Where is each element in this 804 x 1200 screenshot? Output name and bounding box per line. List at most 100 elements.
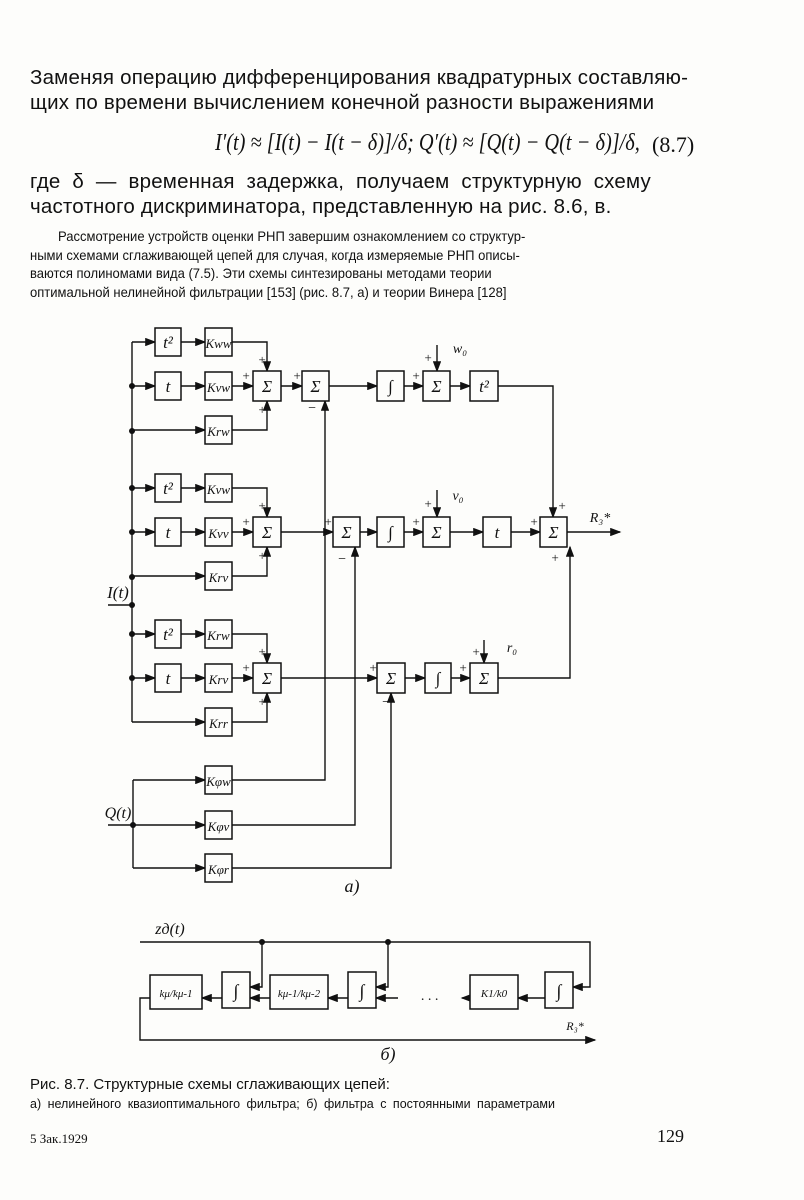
t-block	[154, 371, 182, 401]
text-line: щих по времени вычислением конечной разн…	[30, 91, 655, 114]
input-z-label: zд(t)	[154, 921, 184, 938]
t-squared-block-label: t²	[163, 479, 174, 498]
signal-line	[232, 691, 272, 723]
integrator-label: ∫	[359, 981, 366, 1002]
t-block	[482, 516, 512, 548]
signal-line	[232, 399, 272, 431]
gain-block-label: Kφv	[207, 819, 230, 834]
plus-sign: +	[293, 368, 302, 383]
sum-block	[469, 662, 499, 694]
plus-sign: +	[242, 368, 251, 383]
gain-block-label: Kvv	[207, 526, 228, 541]
gain-block	[204, 765, 233, 795]
gain-block-label: Kvw	[206, 380, 230, 395]
equation-number: (8.7)	[652, 132, 695, 157]
sum-block-label: Σ	[261, 523, 272, 542]
sum-block	[332, 516, 361, 548]
plus-sign: +	[258, 352, 267, 367]
t-block-label: t	[166, 669, 172, 688]
signal-line	[232, 487, 272, 519]
integrator-block	[376, 516, 405, 548]
signal-line	[232, 545, 360, 826]
t-block-label: t	[495, 523, 501, 542]
ratio-block	[269, 974, 329, 1010]
junction-dot	[259, 939, 265, 945]
junction-dot	[129, 485, 135, 491]
t-squared-block-label: t²	[163, 625, 174, 644]
text-line: Заменяя операцию дифференцирования квадр…	[30, 66, 689, 89]
sum-block-label: Σ	[547, 523, 558, 542]
sum-block	[252, 662, 282, 694]
ratio-label: kμ/kμ-1	[159, 988, 192, 1000]
gain-block-label: Kww	[204, 336, 231, 351]
sum-block-label: Σ	[478, 669, 489, 688]
gain-block	[204, 415, 233, 445]
signal-line	[232, 399, 330, 781]
paragraph-line: Рассмотрение устройств оценки РНП заверш…	[58, 228, 526, 244]
paragraph-line: ными схемами сглаживающей цепей для случ…	[30, 247, 520, 263]
junction-dot	[129, 675, 135, 681]
plus-sign: +	[258, 548, 267, 563]
ratio-block	[149, 974, 203, 1010]
v0-label: v₀	[452, 489, 463, 504]
gain-block	[204, 371, 233, 401]
sum-block	[376, 662, 406, 694]
gain-block-label: Kφr	[207, 862, 230, 877]
w0-label: w₀	[453, 342, 467, 357]
minus-sign: −	[381, 695, 390, 710]
sum-block-label: Σ	[340, 523, 351, 542]
sum-block-label: Σ	[430, 523, 441, 542]
sum-block	[422, 370, 451, 402]
junction-dot	[130, 822, 136, 828]
plus-sign: +	[242, 660, 251, 675]
t-squared-block	[154, 473, 182, 503]
plus-sign: +	[369, 660, 378, 675]
ratio-label: kμ-1/kμ-2	[278, 988, 321, 1000]
text-line: частотного дискриминатора, представленну…	[30, 195, 612, 218]
integrator-block-label: ∫	[387, 523, 394, 543]
junction-dot	[129, 602, 135, 608]
gain-block-label: Krw	[206, 424, 230, 439]
t-squared-block-label: t²	[163, 333, 174, 352]
integrator-block	[347, 971, 377, 1009]
t-squared-block	[154, 327, 182, 357]
sum-block	[422, 516, 451, 548]
plus-sign: +	[424, 496, 433, 511]
sum-block	[252, 370, 282, 402]
t-squared-block	[154, 619, 182, 649]
sum-block	[539, 516, 568, 548]
signal-line	[498, 385, 558, 519]
signal-line	[498, 545, 575, 679]
paragraph-line: ваются полиномами вида (7.5). Эти схемы …	[30, 265, 492, 281]
sum-block-label: Σ	[261, 377, 272, 396]
input-q-label: Q(t)	[105, 805, 132, 822]
integrator-label: ∫	[556, 981, 563, 1002]
t-squared-block-label: t²	[479, 377, 490, 396]
plus-sign: +	[551, 550, 560, 565]
subfigure-b-label: б)	[380, 1044, 395, 1065]
output-label: R₃*	[565, 1019, 584, 1033]
gain-block-label: Krw	[206, 628, 230, 643]
ratio-block	[469, 974, 519, 1010]
gain-block-label: Kvw	[206, 482, 230, 497]
gain-block	[204, 619, 233, 649]
sum-block	[252, 516, 282, 548]
t-squared-block	[469, 370, 499, 402]
minus-sign: −	[337, 552, 346, 567]
signal-line	[232, 633, 272, 665]
plus-sign: +	[242, 514, 251, 529]
plus-sign: +	[258, 498, 267, 513]
integrator-block-label: ∫	[387, 377, 394, 397]
gain-block	[204, 561, 233, 591]
gain-block	[204, 707, 233, 737]
junction-dot	[129, 383, 135, 389]
signal-line	[374, 942, 389, 992]
junction-dot	[129, 428, 135, 434]
paragraph-line: оптимальной нелинейной фильтрации [153] …	[30, 284, 507, 300]
junction-dot	[129, 631, 135, 637]
signal-line	[140, 941, 591, 992]
integrator-block	[376, 370, 405, 402]
plus-sign: +	[324, 514, 333, 529]
